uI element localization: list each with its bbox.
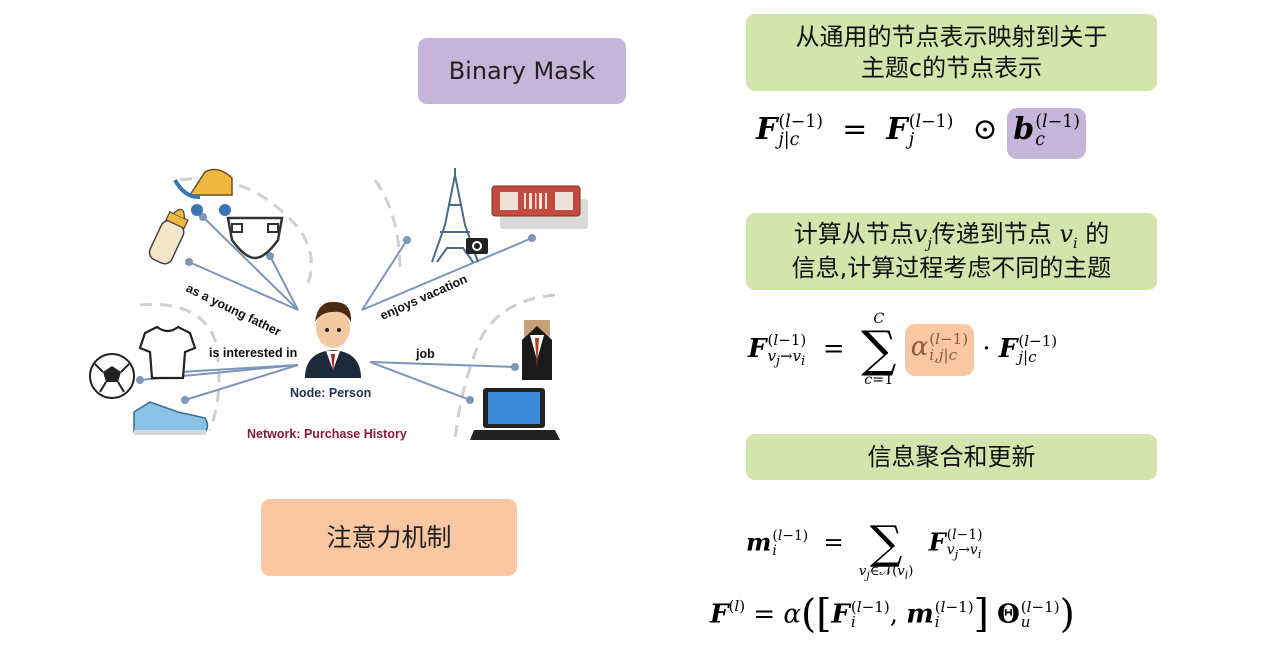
network-diagram [89,168,588,441]
dashed-arc-top-right [373,179,402,271]
equation-binary-mask: F(l−1)j|c = F(l−1)j ⊙ b(l−1)c [756,108,1086,160]
person-avatar-icon [305,301,361,378]
equation-message: F(l−1)vj→vi = C∑c=1 α(l−1)i,j|c · F(l−1)… [748,311,1058,389]
caption-mapping-text: 从通用的节点表示映射到关于 主题c的节点表示 [795,22,1108,82]
caption-mp-part3: 的 [1085,220,1110,249]
caption-mp-part1: 计算从节点 [793,220,914,249]
caption-aggregation: 信息聚合和更新 [746,434,1157,480]
equation-update: F(l) = α([F(l−1)i, m(l−1)i] Θ(l−1)u) [710,592,1075,637]
football-icon [89,353,135,399]
tickets-icon [491,185,588,229]
dashed-arc-top-left [179,177,313,291]
stroller-icon [173,168,233,216]
caption-mp-part2: 传递到节点 [931,220,1052,249]
eiffel-tower-icon [431,168,479,263]
edge-label-interested: is interested in [209,346,298,360]
tshirt-icon [138,325,197,380]
sneaker-icon [133,401,209,435]
binary-mask-box: Binary Mask [418,38,626,104]
equation-aggregation: m(l−1)i = ∑vj∈𝒩(vi) F(l−1)vj→vi [746,516,983,582]
dashed-arc-right [453,293,556,441]
laptop-icon [470,388,560,440]
dashed-arc-left [139,302,221,431]
edge-label-job: job [416,347,435,361]
camera-icon [466,238,488,254]
diaper-icon [226,216,284,260]
caption-message-passing: 计算从节点vj传递到节点 vi 的 信息,计算过程考虑不同的主题 [746,213,1157,290]
caption-mapping: 从通用的节点表示映射到关于 主题c的节点表示 [746,14,1157,91]
node-label: Node: Person [290,386,372,400]
caption-mp-line2: 信息,计算过程考虑不同的主题 [791,254,1112,283]
suit-icon [522,320,552,380]
attention-mechanism-box: 注意力机制 [261,499,517,576]
baby-bottle-icon [148,208,189,265]
network-label: Network: Purchase History [247,427,407,441]
